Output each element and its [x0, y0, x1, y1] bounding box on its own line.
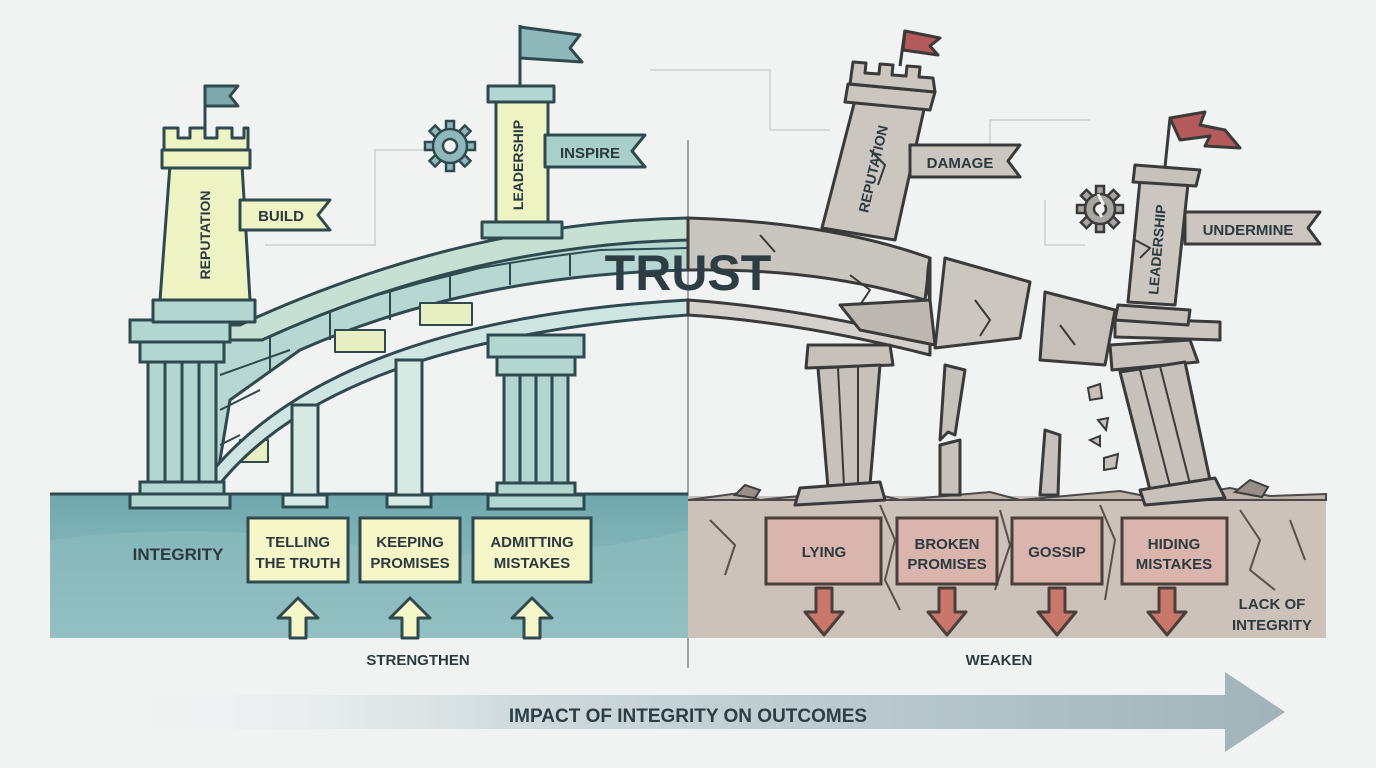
reputation-tower-right — [820, 60, 937, 242]
impact-axis-label: IMPACT OF INTEGRITY ON OUTCOMES — [509, 706, 867, 727]
block-text: HIDING — [1148, 536, 1201, 553]
block-lying: LYING — [764, 516, 883, 586]
impact-axis-arrow — [100, 672, 1285, 752]
block-text: TELLING — [266, 534, 330, 551]
reputation-tower-left — [151, 126, 257, 324]
debris — [1086, 382, 1120, 472]
damage-banner: DAMAGE — [908, 143, 1022, 179]
leadership-tower-left — [480, 84, 564, 240]
arrow-up-icon — [388, 596, 432, 640]
block-text: MISTAKES — [1136, 556, 1212, 573]
block-text: GOSSIP — [1028, 544, 1086, 561]
undermine-banner: UNDERMINE — [1183, 210, 1322, 246]
block-text: MISTAKES — [494, 555, 570, 572]
build-banner: BUILD — [238, 198, 332, 232]
block-text: BROKEN — [914, 536, 979, 553]
block-hiding-mistakes: HIDING MISTAKES — [1120, 516, 1229, 586]
arrow-down-icon — [803, 586, 845, 637]
leadership-tower-right — [1113, 163, 1202, 327]
arrow-down-icon — [1146, 586, 1188, 637]
ruined-pillars — [793, 338, 1227, 507]
build-banner-text: BUILD — [258, 208, 304, 225]
integrity-label: INTEGRITY — [133, 545, 224, 564]
reputation-label-left: REPUTATION — [197, 191, 213, 280]
connector-lines — [265, 69, 1090, 246]
inspire-banner-text: INSPIRE — [560, 145, 620, 162]
left-column-leadership — [486, 333, 586, 511]
block-text: ADMITTING — [490, 534, 573, 551]
arrow-down-icon — [926, 586, 968, 637]
undermine-banner-text: UNDERMINE — [1203, 222, 1294, 239]
block-broken-promises: BROKEN PROMISES — [895, 516, 999, 586]
weaken-caption: WEAKEN — [966, 652, 1033, 669]
bridge-title: TRUST — [605, 245, 772, 301]
gear-icon — [423, 119, 477, 173]
block-telling-the-truth: TELLING THE TRUTH — [246, 516, 350, 584]
block-gossip: GOSSIP — [1010, 516, 1104, 586]
block-admitting-mistakes: ADMITTING MISTAKES — [471, 516, 593, 584]
inspire-banner: INSPIRE — [543, 133, 647, 169]
strengthen-caption: STRENGTHEN — [366, 652, 469, 669]
flag-icon — [518, 25, 584, 86]
left-column-reputation — [128, 318, 232, 510]
block-text: LYING — [802, 544, 846, 561]
lack-of-integrity-line1: LACK OF — [1239, 596, 1306, 613]
flag-icon — [898, 29, 942, 67]
arrow-up-icon — [276, 596, 320, 640]
block-keeping-promises: KEEPING PROMISES — [358, 516, 462, 584]
broken-gear-icon — [1075, 184, 1125, 234]
block-text: PROMISES — [907, 556, 986, 573]
flag-icon — [1163, 110, 1242, 168]
bridge-right — [686, 216, 1222, 367]
left-support-pillars — [281, 358, 433, 509]
arrow-down-icon — [1036, 586, 1078, 637]
block-text: KEEPING — [376, 534, 444, 551]
damage-banner-text: DAMAGE — [927, 155, 994, 172]
leadership-label-right: LEADERSHIP — [1145, 204, 1169, 295]
arrow-up-icon — [510, 596, 554, 640]
block-text: THE TRUTH — [256, 555, 341, 572]
block-text: PROMISES — [370, 555, 449, 572]
flag-icon — [203, 84, 240, 128]
leadership-label-left: LEADERSHIP — [510, 120, 526, 210]
lack-of-integrity-line2: INTEGRITY — [1232, 617, 1312, 634]
